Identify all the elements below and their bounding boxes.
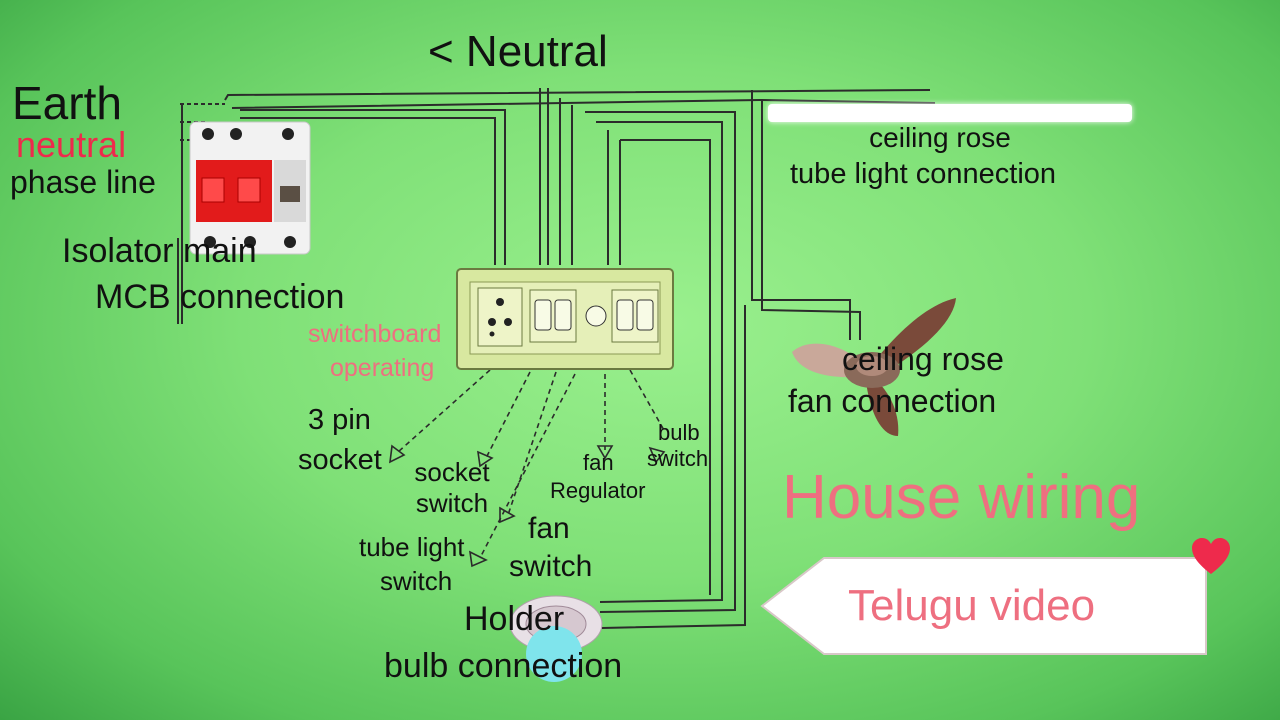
isolator-mcb-icon: [189, 121, 311, 255]
highlight-bar: [768, 104, 1132, 122]
neutral-label: neutral: [16, 124, 127, 165]
ceiling-fan-icon: [792, 298, 956, 436]
bulb-connection-label: bulb connection: [384, 647, 623, 685]
tube-light-switch-label-1: tube light: [359, 532, 465, 562]
fan-switch-label-2: switch: [509, 550, 593, 583]
mcb-connection-label: MCB connection: [95, 278, 345, 316]
tube-light-connection-label: tube light connection: [790, 158, 1057, 190]
isolator-label: Isolator main: [62, 232, 257, 270]
telugu-video-label: Telugu video: [848, 581, 1096, 630]
holder-label: Holder: [464, 600, 565, 638]
ceiling-rose-fan-label: ceiling rose: [842, 341, 1004, 377]
telugu-video-banner: [760, 557, 1207, 655]
switchboard-icon: [456, 268, 674, 370]
socket-label: socket: [298, 444, 382, 476]
tube-light-switch-label-2: switch: [380, 566, 453, 596]
bulb-switch-label-1: bulb: [658, 420, 700, 445]
socket-switch-label-1: socket: [414, 457, 490, 487]
house-wiring-title: House wiring: [782, 463, 1141, 532]
fan-connection-label: fan connection: [788, 383, 997, 419]
ceiling-rose-tube-label: ceiling rose: [869, 122, 1011, 153]
three-pin-label: 3 pin: [308, 404, 371, 436]
switchboard-label: switchboard: [308, 320, 442, 348]
fan-switch-label-1: fan: [528, 512, 570, 545]
phase-line-label: phase line: [10, 164, 156, 200]
neutral-header: < Neutral: [428, 27, 608, 76]
fan-regulator-label-1: fan: [583, 450, 614, 475]
socket-switch-label-2: switch: [415, 488, 489, 518]
fan-regulator-label-2: Regulator: [550, 478, 646, 503]
earth-label: Earth: [12, 77, 122, 129]
operating-label: operating: [330, 354, 435, 382]
bulb-holder-icon: [509, 595, 603, 682]
bulb-switch-label-2: switch: [647, 446, 709, 471]
heart-icon: [1192, 538, 1230, 574]
